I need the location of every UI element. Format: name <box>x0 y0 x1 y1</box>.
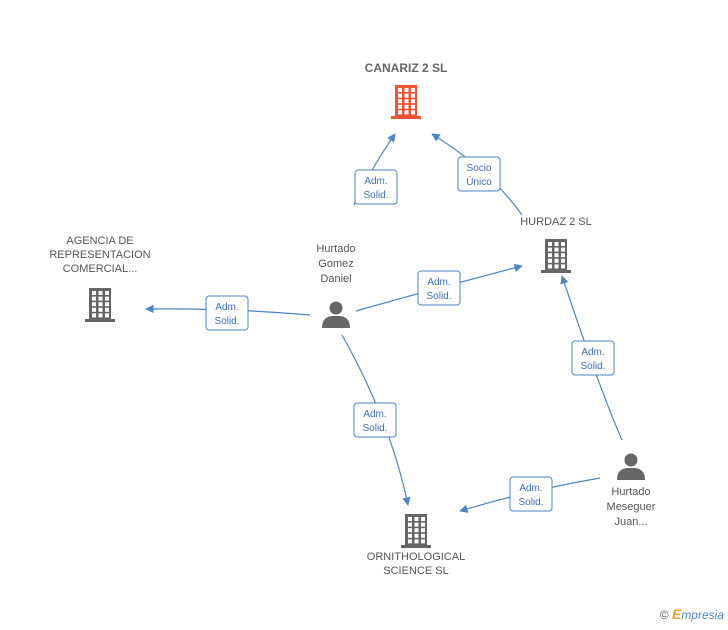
edge-label-text: Solid. <box>426 291 451 302</box>
edge-label-text: Adm. <box>364 176 387 187</box>
edge-hurtado-meseguer-to-hurdaz: Adm. Solid. <box>560 275 623 441</box>
edge-label-text: Adm. <box>427 277 450 288</box>
edge-label[interactable]: Adm. Solid. <box>509 476 553 512</box>
node-hurdaz[interactable]: HURDAZ 2 SL <box>520 216 592 273</box>
node-label: SCIENCE SL <box>383 565 448 577</box>
edge-label-text: Solid. <box>363 190 388 201</box>
edge-label-text: Adm. <box>519 483 542 494</box>
edge-label-text: Único <box>466 175 492 188</box>
edge-hurtado-gomez-to-agencia: Adm. Solid. <box>145 295 311 331</box>
brand-initial: E <box>671 606 682 622</box>
node-ornithological[interactable]: ORNITHOLOGICAL SCIENCE SL <box>367 514 465 577</box>
node-label: AGENCIA DE <box>66 235 133 247</box>
edge-label-box <box>509 476 553 512</box>
node-label: Hurtado <box>316 243 355 255</box>
edge-label[interactable]: Adm. Solid. <box>354 169 398 205</box>
node-agencia[interactable]: AGENCIA DE REPRESENTACION COMERCIAL... <box>49 235 151 322</box>
person-icon <box>617 453 645 480</box>
brand-rest: mpresia <box>681 608 724 622</box>
building-icon <box>85 288 115 322</box>
edge-label[interactable]: Adm. Solid. <box>353 402 397 438</box>
node-label: ORNITHOLOGICAL <box>367 551 465 563</box>
node-label: Daniel <box>320 273 351 285</box>
edge-hurtado-gomez-to-ornithological: Adm. Solid. <box>341 334 411 506</box>
node-label: HURDAZ 2 SL <box>520 216 592 228</box>
node-label: REPRESENTACION <box>49 249 150 261</box>
edge-label[interactable]: Adm. Solid. <box>417 270 461 306</box>
edge-label-text: Solid. <box>214 316 239 327</box>
edge-label-box <box>205 295 249 331</box>
node-label: Gomez <box>318 258 353 270</box>
node-label: Juan... <box>614 516 647 528</box>
building-icon <box>401 514 431 548</box>
edge-hurtado-meseguer-to-ornithological: Adm. Solid. <box>459 476 601 513</box>
edge-label-text: Adm. <box>215 302 238 313</box>
node-label: Hurtado <box>611 486 650 498</box>
edge-label-text: Adm. <box>581 347 604 358</box>
edge-hurtado-gomez-to-canariz: Adm. Solid. <box>353 133 398 206</box>
node-canariz[interactable]: CANARIZ 2 SL <box>365 61 448 119</box>
building-icon <box>391 85 421 119</box>
edge-hurtado-gomez-to-hurdaz: Adm. Solid. <box>355 263 523 312</box>
building-icon <box>541 239 571 273</box>
node-label: CANARIZ 2 SL <box>365 61 448 75</box>
edge-label-box <box>417 270 461 306</box>
edge-label[interactable]: Adm. Solid. <box>205 295 249 331</box>
brand-footer: © Empresia <box>660 606 724 622</box>
edge-label-text: Adm. <box>363 409 386 420</box>
node-label: COMERCIAL... <box>63 263 138 275</box>
edge-label-text: Socio <box>466 163 491 174</box>
copyright-symbol: © <box>659 608 669 622</box>
edge-label-text: Solid. <box>580 361 605 372</box>
edge-label-text: Solid. <box>518 497 543 508</box>
edge-label-box <box>354 169 398 205</box>
node-hurtado-meseguer[interactable]: HurtadoMeseguerJuan... <box>607 453 656 529</box>
node-label: Meseguer <box>607 501 656 513</box>
edge-label-box <box>571 340 615 376</box>
person-icon <box>322 301 350 328</box>
edge-label[interactable]: Adm. Solid. <box>571 340 615 376</box>
edge-label-box <box>353 402 397 438</box>
edge-label-box <box>457 156 501 192</box>
edge-label-text: Solid. <box>362 423 387 434</box>
